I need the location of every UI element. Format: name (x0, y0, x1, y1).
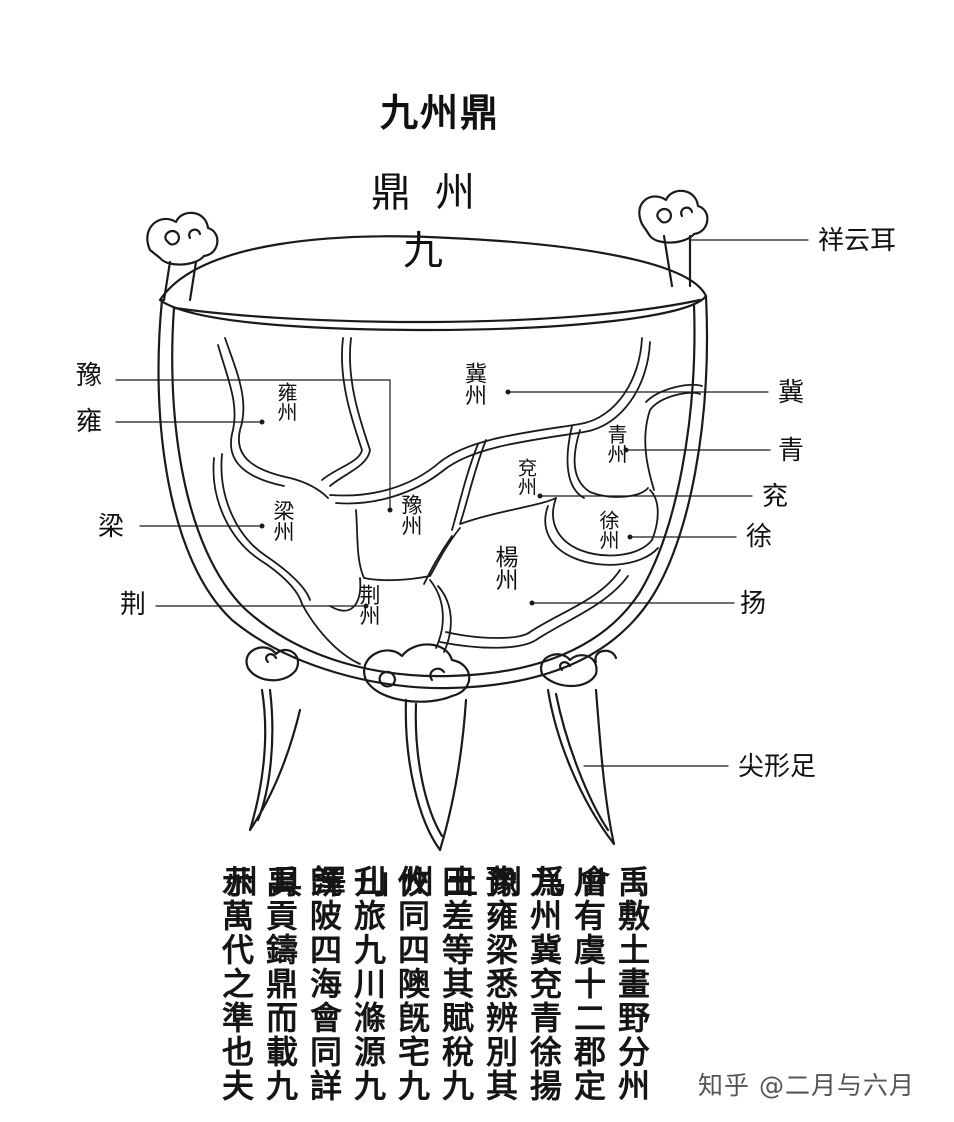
region-label-yang: 楊州 (492, 545, 515, 591)
inscription-column: 田差等其賦稅九州 (436, 865, 476, 1115)
region-label-liang: 梁州 (272, 500, 293, 542)
watermark: 知乎 @二月与六月 (698, 1066, 915, 1102)
inscription-column: 示萬代之準也夫 (216, 865, 256, 1115)
region-label-yong: 雍州 (276, 382, 296, 422)
callout-xu: 徐 (746, 524, 772, 550)
foot-cloud-scrolls (246, 644, 616, 701)
callout-yan: 兖 (762, 484, 788, 510)
inscription-column: 禹貢鑄鼎而載九州 (260, 865, 300, 1115)
region-label-yan: 兗州 (516, 458, 535, 496)
callout-jing: 荆 (120, 592, 146, 618)
callout-ears: 祥云耳 (818, 228, 896, 254)
callout-feet: 尖形足 (738, 754, 816, 780)
inscription-block: 禹敷土畫野分州會 川有虞十二郡定爲 九州冀兗青徐揚荆 豫雍梁悉辨別其土 田差等其… (212, 865, 652, 1115)
vessel-body-outline (159, 296, 707, 688)
region-label-xu: 徐州 (598, 510, 618, 550)
inscription-column: 刋旅九川滌源九澤 (348, 865, 388, 1115)
region-label-ji: 冀州 (462, 362, 484, 406)
callout-ji: 冀 (778, 380, 804, 406)
inscription-column: 九州冀兗青徐揚荆 (524, 865, 564, 1115)
pointed-feet (250, 690, 614, 850)
left-cloud-ear (147, 213, 217, 300)
callout-yu: 豫 (76, 363, 102, 389)
callout-yang: 扬 (740, 591, 766, 617)
region-label-jing: 荆州 (358, 584, 379, 626)
inscription-column: 豫雍梁悉辨別其土 (480, 865, 520, 1115)
inscription-column: 攸同四隩旣宅九山 (392, 865, 432, 1115)
inscription-column: 旣陂四海會同詳具 (304, 865, 344, 1115)
region-label-yu: 豫州 (400, 494, 421, 536)
callout-qing: 青 (778, 438, 804, 464)
inscription-column: 川有虞十二郡定爲 (568, 865, 608, 1115)
callout-liang: 梁 (98, 514, 124, 540)
region-label-qing: 青州 (606, 424, 626, 464)
inscription-column: 禹敷土畫野分州會 (612, 865, 652, 1115)
callout-yong: 雍 (76, 409, 102, 435)
